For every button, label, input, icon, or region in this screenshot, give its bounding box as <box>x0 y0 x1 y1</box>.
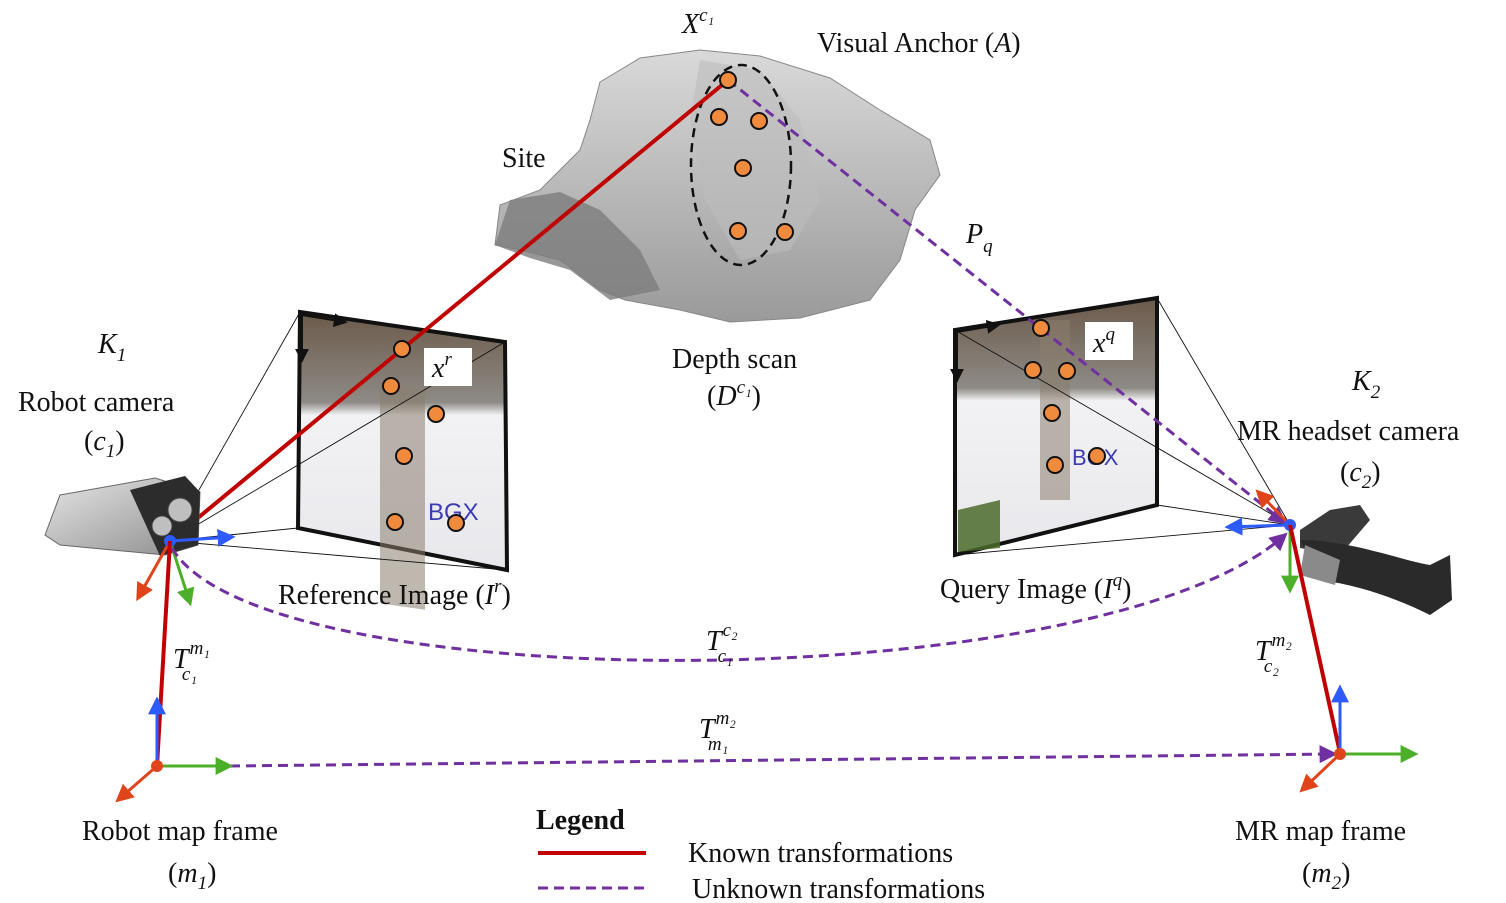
robot-camera-label: Robot camera <box>18 387 175 418</box>
mr-map-var: (m2) <box>1302 858 1350 894</box>
mr-camera-label: MR headset camera <box>1237 416 1460 447</box>
unknown-projection-pq <box>727 78 1287 525</box>
feature-point <box>729 222 747 240</box>
mr-headset-icon <box>1300 505 1452 615</box>
query-feature-points <box>1024 319 1106 474</box>
legend-unknown-label: Unknown transformations <box>692 874 985 903</box>
depth-scan-label: Depth scan <box>672 344 797 375</box>
feature-point <box>386 513 404 531</box>
mr-camera-var: (c2) <box>1340 457 1381 493</box>
feature-point <box>1032 319 1050 337</box>
legend: Legend Known transformations Unknown tra… <box>536 805 985 903</box>
k1-label: K1 <box>97 329 126 366</box>
unknown-t-m1-m2 <box>229 745 1338 768</box>
pq-label: Pq <box>965 219 993 257</box>
k2-label: K2 <box>1351 366 1381 403</box>
feature-point <box>1024 361 1042 379</box>
visual-anchor-label: Visual Anchor (A) <box>817 28 1021 59</box>
feature-point <box>447 514 465 532</box>
reference-image-frame: BGX <box>295 309 510 610</box>
feature-point <box>719 71 737 89</box>
feature-point <box>427 405 445 423</box>
legend-title: Legend <box>536 805 625 836</box>
feature-point <box>1046 456 1064 474</box>
feature-point <box>395 447 413 465</box>
xq-label: xq <box>1092 324 1115 359</box>
site-label: Site <box>502 143 546 174</box>
robot-camera-var: (c1) <box>84 426 125 462</box>
m1-axes <box>115 696 234 803</box>
known-t-m2-c2 <box>1288 524 1342 754</box>
feature-point <box>750 112 768 130</box>
feature-point <box>710 108 728 126</box>
feature-point <box>1058 362 1076 380</box>
visual-anchor-ellipse <box>689 63 793 267</box>
known-t-m1-c1 <box>155 540 172 767</box>
unknown-t-c1-c2 <box>170 532 1288 662</box>
robot-map-label: Robot map frame <box>82 816 278 847</box>
known-ray-c1-to-anchor <box>168 78 730 543</box>
xr-label-box <box>424 348 472 386</box>
query-image-label: Query Image (Iq) <box>940 570 1131 605</box>
robot-camera-icon <box>44 476 201 556</box>
legend-known-label: Known transformations <box>688 838 953 869</box>
feature-point <box>1088 447 1106 465</box>
anchor-point-label: Xc₁ <box>681 5 714 40</box>
reference-feature-points <box>382 340 465 532</box>
feature-point <box>382 377 400 395</box>
xq-label-box <box>1085 322 1133 360</box>
mr-map-label: MR map frame <box>1235 816 1406 847</box>
c2-axes <box>1224 489 1299 594</box>
xr-label: xr <box>431 349 452 384</box>
feature-point <box>1043 404 1061 422</box>
feature-point <box>393 340 411 358</box>
m2-axes <box>1299 684 1419 793</box>
query-image-u-axis <box>956 319 1001 334</box>
robot-map-var: (m1) <box>168 858 216 894</box>
feature-point <box>734 159 752 177</box>
anchor-feature-points <box>710 71 794 241</box>
feature-point <box>776 223 794 241</box>
reference-image-label: Reference Image (Ir) <box>278 576 511 611</box>
ref-image-u-axis <box>301 313 348 328</box>
depth-scan-var: (Dc₁) <box>707 377 761 412</box>
site-mesh-lower <box>495 192 660 300</box>
